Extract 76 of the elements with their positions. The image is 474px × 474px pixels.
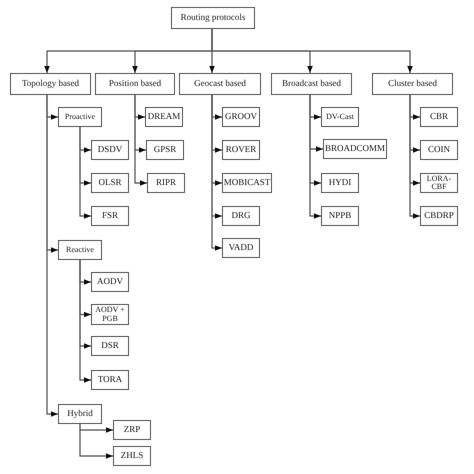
- category-box: [420, 107, 458, 127]
- category-box: [420, 140, 458, 160]
- node-label: Position based: [108, 79, 162, 89]
- node-label: RIPR: [156, 178, 176, 188]
- node-label: DSDV: [98, 145, 122, 155]
- node-label: AODV + PGB: [94, 306, 126, 323]
- category-box: [58, 107, 102, 127]
- node-label: ZRP: [124, 425, 140, 435]
- node-label: Routing protocols: [180, 13, 246, 23]
- category-box: [147, 173, 185, 193]
- node-label: Reactive: [66, 246, 94, 254]
- category-box: [91, 140, 129, 160]
- category-box: [271, 73, 352, 95]
- category-box: [222, 140, 260, 160]
- node-label: OLSR: [98, 178, 122, 188]
- arrow: [409, 95, 420, 219]
- node-label: Cluster based: [388, 79, 437, 89]
- arrow: [79, 424, 113, 459]
- category-box: [321, 107, 359, 127]
- arrow: [211, 95, 222, 251]
- category-box: [323, 139, 387, 159]
- node-label: AODV: [97, 277, 123, 287]
- category-box: [171, 7, 255, 29]
- node-label: BROADCOMM: [325, 144, 386, 154]
- category-box: [222, 173, 272, 193]
- node-label: DRG: [231, 211, 250, 221]
- node-label: HYDI: [328, 178, 352, 188]
- arrow: [46, 95, 58, 417]
- category-box: [321, 173, 359, 193]
- node-label: ROVER: [226, 145, 256, 155]
- arrow: [79, 260, 91, 383]
- node-label: Broadcast based: [282, 79, 341, 89]
- category-box: [91, 206, 129, 226]
- node-label: NPPB: [328, 211, 352, 221]
- node-label: COIN: [428, 145, 450, 155]
- arrow: [211, 29, 413, 73]
- category-box: [91, 272, 129, 292]
- node-label: Proactive: [64, 112, 96, 122]
- category-box: [113, 446, 151, 466]
- category-box: [179, 73, 261, 95]
- category-box: [222, 107, 260, 127]
- node-label: Topology based: [22, 79, 80, 89]
- category-box: [91, 173, 129, 193]
- category-box: [321, 206, 359, 226]
- node-label: GPSR: [154, 145, 176, 155]
- node-label: VADD: [228, 243, 254, 253]
- node-label: ZHLS: [120, 451, 144, 461]
- category-box: [222, 238, 260, 258]
- arrow: [79, 127, 91, 219]
- category-box: [420, 206, 458, 226]
- node-label: MOBICAST: [224, 178, 270, 188]
- node-label: CBDRP: [424, 211, 454, 221]
- node-label: Hybrid: [67, 409, 93, 419]
- category-box: [146, 140, 184, 160]
- category-box: [145, 107, 183, 127]
- category-box: [95, 73, 175, 95]
- category-box: [91, 336, 129, 356]
- category-box: [91, 370, 129, 390]
- node-label: FSR: [102, 211, 118, 221]
- node-label: LORA-CBF: [426, 174, 452, 192]
- node-label: DSR: [101, 341, 119, 351]
- node-label: TORA: [98, 375, 122, 385]
- category-box: [58, 404, 102, 424]
- category-box: [372, 73, 453, 95]
- category-box: [10, 73, 91, 95]
- node-label: Geocast based: [194, 79, 246, 89]
- node-label: DV-Cast: [326, 112, 354, 122]
- category-box: [222, 206, 260, 226]
- node-label: CBR: [430, 112, 448, 122]
- category-box: [58, 240, 102, 260]
- category-box: [420, 173, 458, 193]
- arrow: [134, 95, 147, 186]
- node-label: GROOV: [225, 112, 258, 122]
- category-box: [113, 420, 151, 440]
- arrow: [309, 95, 321, 219]
- node-label: DREAM: [148, 112, 180, 122]
